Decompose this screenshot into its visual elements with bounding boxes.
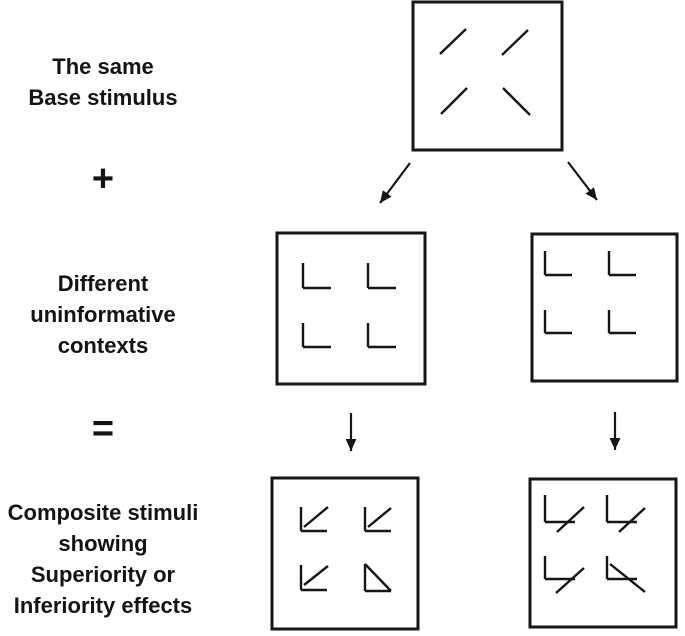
context-box-left (275, 231, 427, 386)
label-contexts: Different uninformative contexts (30, 271, 176, 358)
composite-box-right-segment (555, 567, 585, 594)
base-stimulus-box-segment (440, 87, 468, 115)
composite-box-right-segment (556, 506, 585, 533)
equals-operator: = (91, 408, 115, 450)
base-stimulus-box-segment (439, 28, 467, 55)
composite-box-right-segment (609, 563, 646, 593)
arrow-branch-right (567, 161, 598, 201)
base-stimulus-box-segment (502, 87, 531, 116)
composite-box-left (270, 476, 420, 631)
context-box-right (530, 232, 679, 383)
base-stimulus-box (411, 0, 564, 152)
label-composite: Composite stimuli showing Superiority or… (7, 500, 199, 618)
composite-box-left-segment (364, 563, 392, 592)
plus-operator: + (91, 158, 115, 200)
arrow-branch-left (379, 162, 411, 204)
composite-box-right-segment (618, 507, 646, 533)
composite-box-left-segment (303, 565, 329, 586)
composite-box-right (528, 477, 678, 629)
composite-box-left-segment (367, 507, 392, 528)
base-stimulus-box-segment (501, 29, 529, 56)
composite-box-left-segment (303, 506, 329, 528)
label-base-stimulus: The same Base stimulus (28, 54, 178, 110)
